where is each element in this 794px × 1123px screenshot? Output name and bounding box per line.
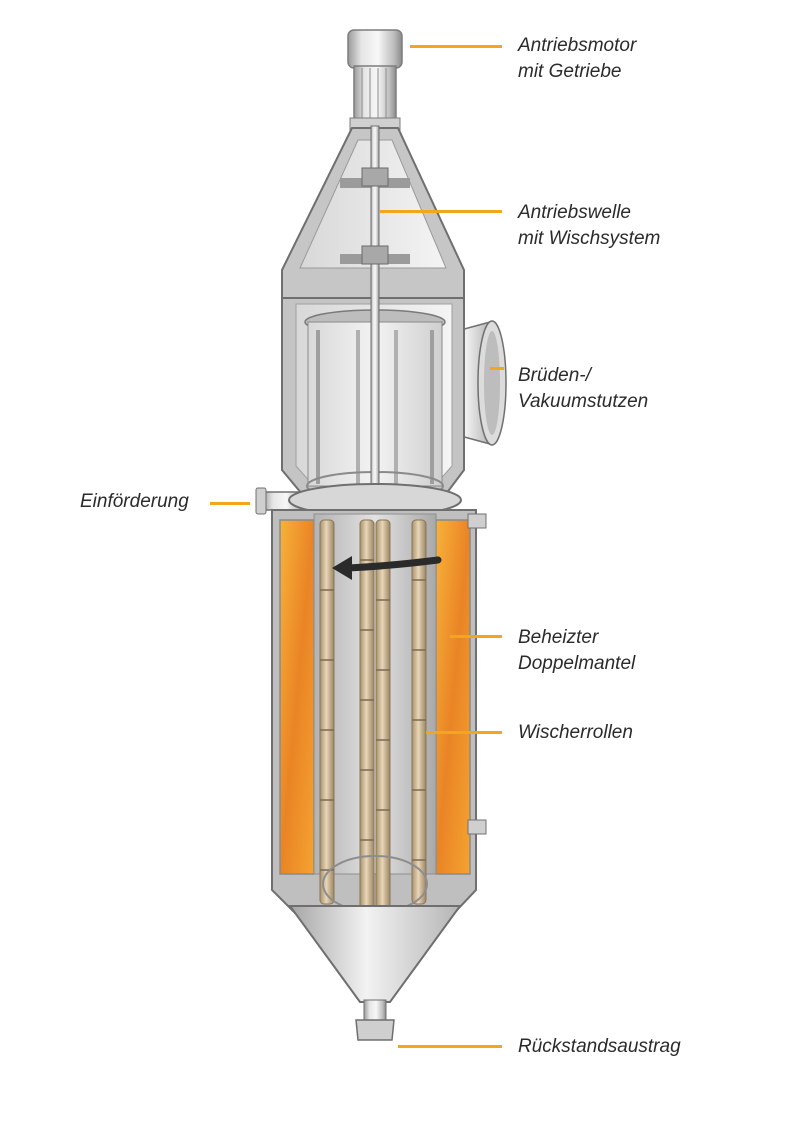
label-wiper-rollers: Wischerrollen	[518, 720, 633, 746]
leader-shaft	[380, 210, 502, 213]
leader-vapor	[490, 367, 504, 370]
label-line: Antriebswelle	[518, 202, 631, 223]
leader-rollers	[426, 731, 502, 734]
leader-lines	[210, 45, 504, 1048]
drive-motor	[347, 29, 403, 131]
leader-feed	[210, 502, 250, 505]
label-heating-jacket: Beheizter Doppelmantel	[518, 625, 635, 677]
label-residue-discharge: Rückstandsaustrag	[518, 1034, 681, 1060]
label-line: Beheizter	[518, 627, 599, 648]
leader-jacket	[450, 635, 502, 638]
label-line: Einförderung	[80, 491, 189, 512]
leader-motor	[410, 45, 502, 48]
label-line: Antriebsmotor	[518, 35, 637, 56]
heating-jacket-right	[435, 519, 471, 875]
leader-discharge	[398, 1045, 502, 1048]
label-feed-inlet: Einförderung	[80, 489, 189, 515]
wiper-rollers	[319, 519, 428, 917]
label-line: Wischerrollen	[518, 722, 633, 743]
label-line: mit Wischsystem	[518, 228, 661, 249]
drive-shaft	[361, 125, 389, 497]
label-line: mit Getriebe	[518, 61, 622, 82]
label-drive-shaft: Antriebswelle mit Wischsystem	[518, 200, 660, 252]
heating-jacket-left	[279, 519, 315, 875]
label-line: Vakuumstutzen	[518, 391, 649, 412]
bottom-cone	[288, 905, 462, 1041]
curved-arrow-left-icon	[332, 556, 442, 580]
label-line: Doppelmantel	[518, 653, 636, 674]
label-drive-motor: Antriebsmotor mit Getriebe	[518, 33, 636, 85]
label-line: Rückstandsaustrag	[518, 1036, 681, 1057]
label-vapor-nozzle: Brüden-/ Vakuumstutzen	[518, 363, 648, 415]
label-line: Brüden-/	[518, 365, 591, 386]
